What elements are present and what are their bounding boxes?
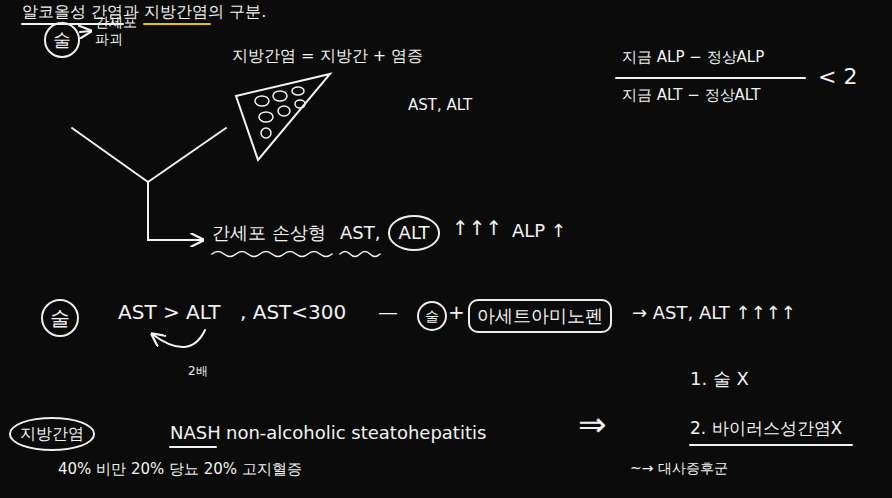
circled-word: 술: [41, 299, 79, 337]
note-text: +: [448, 300, 465, 324]
note-text: AST, ALT: [408, 96, 472, 114]
note-text: AST > ALT: [118, 300, 220, 324]
circled-word: 술: [44, 22, 80, 58]
note-text: NASH: [170, 422, 221, 444]
note-text: 지금 ALP − 정상ALP: [622, 48, 764, 66]
node-text: 지방간염: [20, 424, 84, 443]
note-text: non-alcoholic steatohepatitis: [226, 422, 486, 444]
title-underline-highlight: [144, 23, 210, 25]
wavy-underline: [340, 252, 380, 257]
note-text: 지방간염 = 지방간 + 염증: [232, 46, 423, 65]
note-text: 간세포 파괴: [95, 14, 147, 48]
note-text: 40% 비만 20% 당뇨 20% 고지혈증: [58, 460, 302, 478]
note-text: 간세포 손상형: [212, 222, 326, 244]
circled-heading: 지방간염: [9, 417, 95, 450]
merge-lines: [72, 128, 226, 240]
title-text: 알코올성 간염과 지방간염의 구분.: [22, 2, 266, 21]
note-text: —: [378, 300, 398, 324]
fraction-bar: [616, 77, 805, 79]
condition-underline: [690, 444, 852, 446]
node-text: ALT: [399, 222, 430, 244]
note-text: AST,: [340, 222, 380, 244]
note-text: 지금 ALT − 정상ALT: [622, 86, 760, 104]
note-text: 2배: [188, 364, 208, 378]
note-text: 1. 술 X: [690, 368, 749, 390]
note-text: → AST, ALT ↑↑↑↑: [632, 302, 796, 324]
note-text: < 2: [818, 64, 857, 90]
fat-droplets: [255, 87, 305, 138]
acronym-underline: [170, 446, 216, 448]
node-text: 술: [53, 29, 71, 51]
node-text: 아세트아미노펜: [477, 305, 603, 327]
note-text: ⇒: [578, 404, 607, 445]
cause-arrow: [80, 31, 91, 32]
note-text: 2. 바이러스성간염X: [690, 418, 842, 438]
circled-word: 술: [417, 301, 448, 332]
note-text: ↑↑↑: [452, 216, 502, 240]
ratio-arrow: [152, 330, 205, 347]
liver-triangle: [236, 74, 330, 160]
wavy-underline: [212, 252, 332, 257]
note-text: ~→ 대사증후군: [630, 460, 728, 477]
note-text: ALP ↑: [512, 220, 566, 242]
boxed-term: 아세트아미노펜: [468, 299, 612, 333]
node-text: 술: [50, 306, 70, 330]
note-text: , AST<300: [240, 300, 346, 324]
node-text: 술: [425, 308, 439, 325]
circled-enzyme: ALT: [388, 215, 441, 251]
